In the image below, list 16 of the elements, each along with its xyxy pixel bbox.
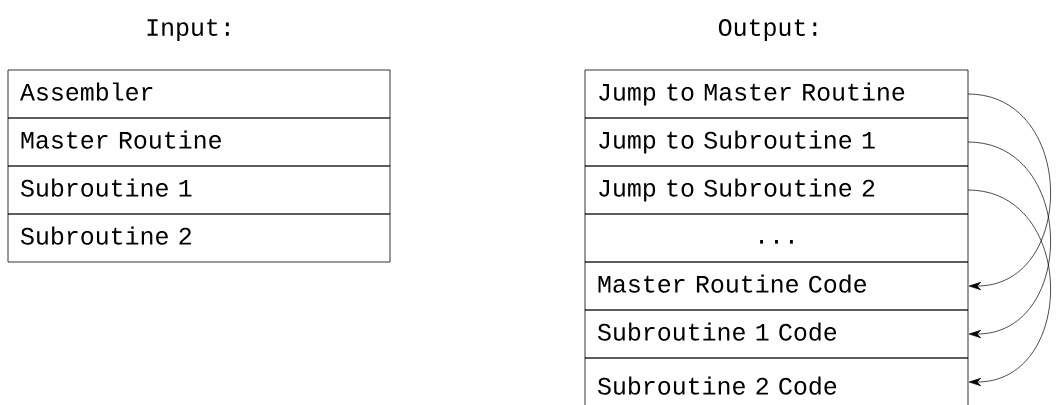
arrow [967, 93, 1051, 291]
list-box: Master Routine Code [584, 261, 969, 311]
list-box: Subroutine 1 Code [584, 309, 969, 359]
column-heading: Input: [147, 19, 229, 41]
list-box: Assembler [7, 69, 391, 119]
list-box: Subroutine 1 [7, 165, 391, 215]
arrow [967, 189, 1051, 387]
column-heading: Output: [718, 19, 817, 41]
list-box: Subroutine 2 Code [584, 357, 969, 405]
list-box: Master Routine [7, 117, 391, 167]
list-box: Jump to Subroutine 2 [584, 165, 969, 215]
list-box: Jump to Master Routine [584, 69, 969, 119]
list-box: Jump to Subroutine 1 [584, 117, 969, 167]
arrow [967, 141, 1051, 339]
list-box: ... [584, 213, 969, 263]
list-box: Subroutine 2 [7, 213, 391, 263]
